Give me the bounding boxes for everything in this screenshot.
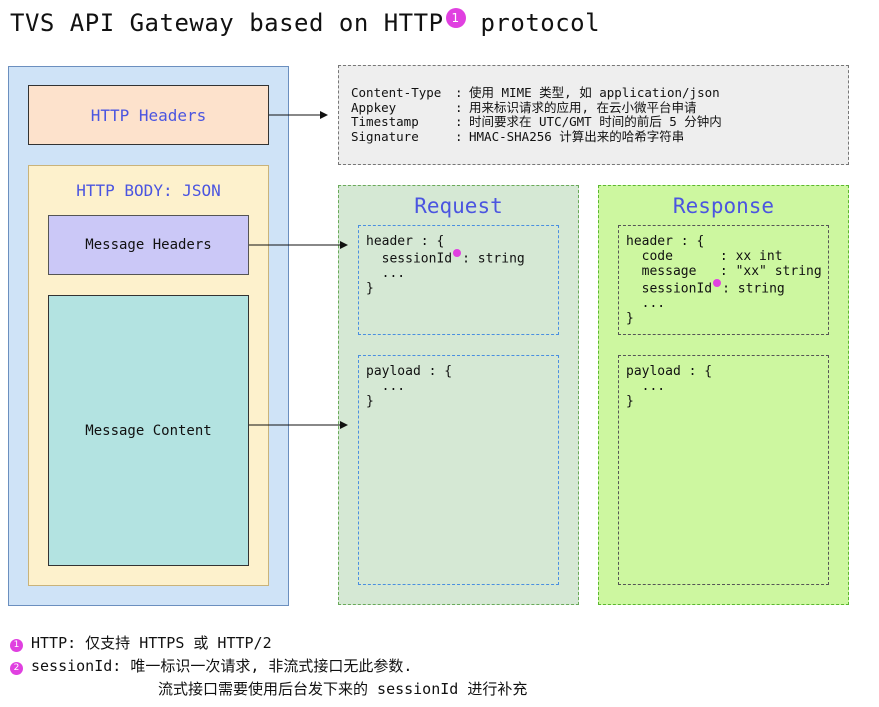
- note-key: Signature: [351, 128, 419, 144]
- http-headers-box: HTTP Headers: [28, 85, 269, 145]
- message-content-box: Message Content: [48, 295, 249, 566]
- note-signature: Signature: HMAC-SHA256 计算出来的哈希字符串: [351, 128, 848, 145]
- http-headers-notes: Content-Type: 使用 MIME 类型, 如 application/j…: [338, 65, 849, 165]
- title-text: TVS API Gateway based on HTTP: [10, 9, 444, 37]
- footnote-text: sessionId: 唯一标识一次请求, 非流式接口无此参数.: [31, 657, 413, 675]
- request-title: Request: [414, 194, 503, 218]
- code-line: header : {: [366, 234, 445, 249]
- note-timestamp: Timestamp: 时间要求在 UTC/GMT 时间的前后 5 分钟内: [351, 114, 848, 130]
- response-payload-block: payload : { ... }: [618, 355, 829, 585]
- code-line: }: [626, 394, 634, 409]
- session-id-key: sessionId: [641, 281, 713, 297]
- code-line: ...: [381, 266, 406, 282]
- request-payload-block: payload : { ... }: [358, 355, 559, 585]
- code-line: }: [366, 281, 374, 297]
- note-value: HMAC-SHA256 计算出来的哈希字符串: [469, 128, 685, 144]
- code-line: ...: [641, 379, 666, 394]
- note-sep: :: [455, 99, 463, 115]
- note-value: 使用 MIME 类型, 如 application/json: [469, 85, 720, 100]
- session-id-key: sessionId: [381, 251, 453, 267]
- note-key: Content-Type: [351, 85, 442, 100]
- http-headers-label: HTTP Headers: [90, 105, 207, 125]
- footnote-mark: 2: [10, 662, 23, 675]
- code-line: }: [626, 311, 634, 327]
- note-value: 时间要求在 UTC/GMT 时间的前后 5 分钟内: [469, 114, 722, 129]
- message-content-label: Message Content: [85, 422, 212, 439]
- footnote-1: 1 HTTP: 仅支持 HTTPS 或 HTTP/2: [10, 632, 272, 653]
- note-appkey: Appkey: 用来标识请求的应用, 在云小微平台申请: [351, 99, 848, 116]
- response-title: Response: [672, 194, 775, 218]
- footnote-marker-2: [713, 279, 722, 287]
- request-header-block: header : { sessionId : string ... }: [358, 225, 559, 335]
- note-value: 用来标识请求的应用, 在云小微平台申请: [469, 99, 697, 115]
- code-line: ...: [381, 379, 406, 394]
- note-key: Timestamp: [351, 114, 419, 129]
- footnote-2-continued: 流式接口需要使用后台发下来的 sessionId 进行补充: [158, 680, 528, 698]
- footnote-text: HTTP: 仅支持 HTTPS 或 HTTP/2: [31, 634, 272, 652]
- code-line: : string: [462, 251, 525, 267]
- code-line: }: [366, 394, 374, 409]
- code-line: : string: [722, 281, 785, 297]
- code-line: header : {: [626, 234, 705, 249]
- footnote-2: 2 sessionId: 唯一标识一次请求, 非流式接口无此参数.: [10, 655, 412, 676]
- footnote-marker-1: 1: [445, 8, 466, 28]
- message-headers-label: Message Headers: [85, 237, 212, 253]
- note-sep: :: [455, 128, 463, 144]
- http-body-label: HTTP BODY: JSON: [76, 181, 221, 200]
- footnote-mark: 1: [10, 639, 23, 652]
- code-line: payload : {: [626, 364, 713, 379]
- response-column: [598, 185, 849, 605]
- title-suffix: protocol: [480, 9, 601, 37]
- note-content-type: Content-Type: 使用 MIME 类型, 如 application/j…: [351, 85, 848, 101]
- note-sep: :: [455, 114, 463, 129]
- note-key: Appkey: [351, 99, 397, 115]
- code-line: payload : {: [366, 364, 453, 379]
- footnote-marker-2: [453, 249, 462, 257]
- code-line: message : "xx" string: [641, 264, 822, 279]
- message-headers-box: Message Headers: [48, 215, 249, 275]
- code-line: ...: [641, 296, 666, 312]
- code-line: code : xx int: [641, 249, 783, 264]
- note-sep: :: [455, 85, 463, 100]
- response-header-block: header : { code : xx int message : "xx" …: [618, 225, 829, 335]
